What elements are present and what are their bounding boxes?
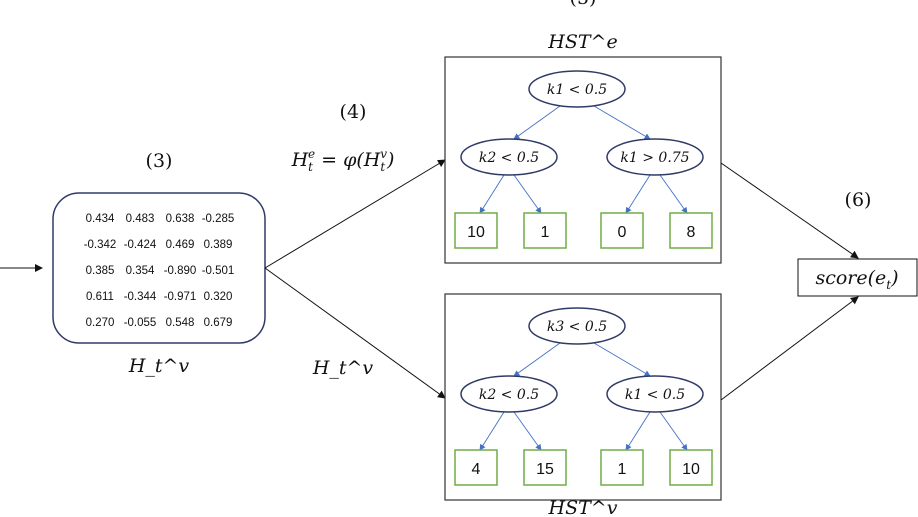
tree-edge [593,105,651,140]
matrix-cell: 0.548 [166,317,195,329]
score-label: score(et) [815,267,898,292]
leaf-count: 1 [618,461,627,478]
matrix-cell: -0.285 [202,213,235,225]
matrix-cell: 0.483 [126,213,155,225]
matrix-cell: 0.638 [166,213,195,225]
matrix-cells: 0.434 0.483 0.638 -0.285 -0.342 -0.424 0.469 0.… [84,213,235,329]
tree-leaf [523,212,567,249]
leaf-count: 4 [472,461,481,478]
arrow-to-hst-e [264,159,446,269]
tree-edge [479,174,505,214]
tree-edge [659,411,688,451]
arrow-hst-v-to-score [720,296,859,401]
matrix-cell: 0.320 [204,291,233,303]
matrix-cell: -0.890 [164,265,197,277]
matrix-cell: -0.344 [124,291,157,303]
matrix-cell: 0.434 [86,213,115,225]
matrix-cell: -0.424 [124,239,157,251]
node-condition: k2 < 0.5 [479,387,539,403]
step-3-label: (3) [146,150,173,172]
tree-node-right [606,138,704,176]
matrix-cell: 0.611 [86,291,114,303]
tree-edge [659,174,688,214]
tree-edge [513,411,542,451]
hst-v-tree: HST^v k3 < 0.5 k2 < 0.5 k1 < 0.5 4 15 1 10 [444,293,722,517]
tree-edge [513,105,561,140]
step-6-label: (6) [845,189,872,211]
leaf-count: 15 [536,461,554,478]
arrow-hst-e-to-score [720,162,859,259]
tree-edge [479,411,505,451]
tree-title: HST^v [548,497,618,517]
tree-leaf [669,449,713,486]
tree-node-root [528,70,626,108]
node-condition: k1 < 0.5 [547,82,607,98]
matrix-cell: 0.679 [204,317,233,329]
tree-edge [625,411,651,451]
node-condition: k3 < 0.5 [547,319,607,335]
leaf-count: 1 [541,224,550,241]
leaf-count: 10 [682,461,700,478]
leaf-count: 8 [687,224,696,241]
matrix-cell: 0.385 [86,265,115,277]
leaf-count: 0 [618,224,627,241]
tree-edge [513,342,561,377]
tree-leaf [600,212,644,249]
node-condition: k2 < 0.5 [479,150,539,166]
tree-leaf [669,212,713,249]
tree-node-left [460,138,558,176]
arrow-to-hst-v [264,267,446,399]
matrix-cell: -0.501 [202,265,235,277]
matrix-cell: 0.354 [126,265,155,277]
tree-leaf [454,449,498,486]
node-condition: k1 > 0.75 [620,150,689,166]
matrix-cell: 0.469 [166,239,195,251]
score-box [797,258,918,297]
step-5-label: (5) [570,0,597,9]
tree-leaf [454,212,498,249]
tree-leaf [600,449,644,486]
tree-node-right [606,375,704,413]
matrix-cell: -0.971 [164,291,197,303]
tree-node-root [528,307,626,345]
leaf-count: 10 [467,224,485,241]
matrix-cell: -0.342 [84,239,117,251]
tree-edge [513,174,542,214]
step-4-label: (4) [340,101,367,123]
tree-edge [593,342,651,377]
matrix-cell: -0.055 [124,317,157,329]
tree-title: HST^e [547,31,617,53]
tree-edge [625,174,651,214]
edge-label-upper: Hte = φ(Htv) [291,147,395,174]
edge-label-lower: H_t^v [312,357,374,379]
matrix-cell: 0.389 [204,239,233,251]
matrix-label: H_t^v [128,355,190,377]
matrix-cell: 0.270 [86,317,115,329]
node-condition: k1 < 0.5 [625,387,685,403]
tree-leaf [523,449,567,486]
tree-node-left [460,375,558,413]
